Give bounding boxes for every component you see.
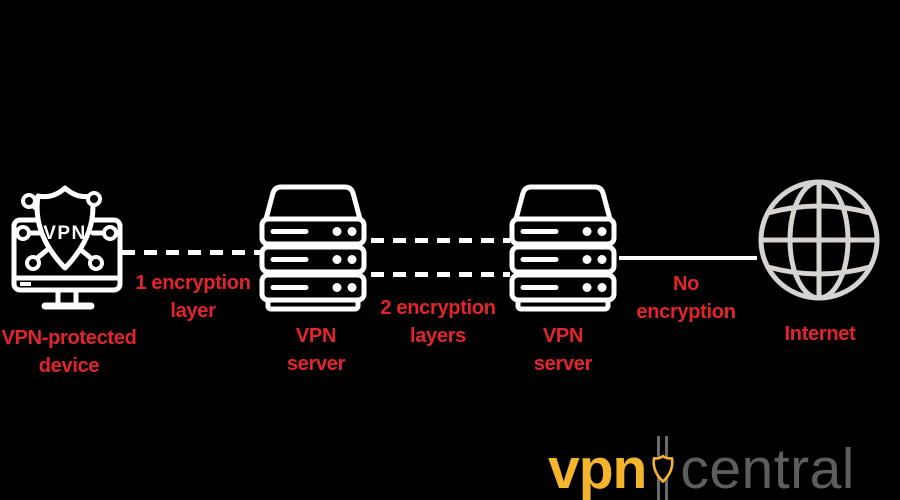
link-server1-to-server2-dashed-line-bottom [371,272,510,277]
vpn-protected-device-icon: VPN [11,185,123,310]
logo-vpn-text: vpn [548,437,647,500]
vpn-server-2-icon [508,182,618,313]
link-server2-to-internet-solid-line [619,256,757,260]
internet-globe-icon [758,179,880,301]
vpncentral-logo: vpn central [548,436,855,500]
label-vpn-server-2: VPN server [533,325,593,375]
link-device-to-server1-dashed-line [122,250,262,255]
label-2-encryption-layers: 2 encryption layers [380,297,496,347]
label-no-encryption: No encryption [636,273,736,323]
label-internet: Internet [784,323,856,345]
label-vpn-protected-device: VPN-protected device [1,327,137,377]
label-vpn-server-1: VPN server [286,325,346,375]
shield-vpn-text: VPN [43,223,87,244]
logo-shield-icon [652,454,674,483]
logo-central-text: central [680,437,855,500]
link-server1-to-server2-dashed-line-top [371,238,510,243]
vpn-server-1-icon [258,182,368,313]
logo-shield-separator [648,436,678,500]
label-1-encryption-layer: 1 encryption layer [135,272,251,322]
